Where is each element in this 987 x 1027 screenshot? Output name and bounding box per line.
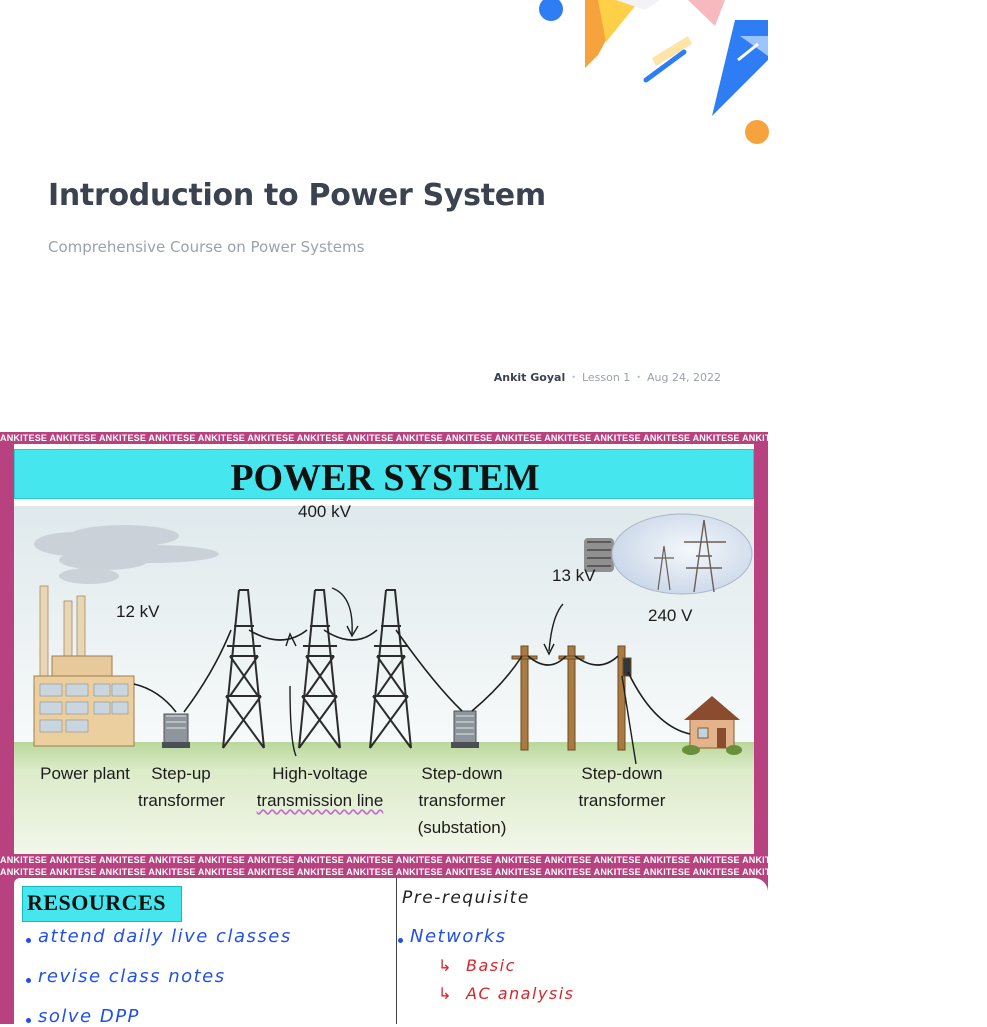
- voltage-13kv: 13 kV: [552, 566, 596, 585]
- prerequisite-heading: Pre-requisite: [402, 888, 530, 908]
- bullet-dot: [26, 1018, 31, 1023]
- power-lines: [133, 629, 691, 735]
- substation-transformer: [451, 710, 479, 748]
- watermark-top: ANKITESE ANKITESE ANKITESE ANKITESE ANKI…: [0, 433, 987, 443]
- power-system-diagram: 400 kV 12 kV 13 kV 240 V Power plant Ste…: [14, 502, 754, 854]
- annotation-arrows: [285, 587, 637, 765]
- power-system-illustration: [14, 506, 754, 854]
- prerequisite-item: Networks: [410, 926, 507, 947]
- handwritten-notes: RESOURCES attend daily live classes revi…: [14, 878, 768, 1027]
- label-sd2-line2: transformer: [578, 791, 666, 810]
- prerequisite-subitem: AC analysis: [466, 984, 575, 1003]
- resource-item: solve DPP: [38, 1006, 140, 1027]
- label-high-voltage-line: High-voltage transmission line: [250, 760, 390, 814]
- watermark-top: ANKITESE ANKITESE ANKITESE ANKITESE ANKI…: [0, 867, 987, 877]
- power-plant-building: [33, 585, 135, 747]
- page-title: Introduction to Power System: [48, 178, 546, 213]
- lesson-date: Aug 24, 2022: [647, 371, 721, 384]
- resource-item: attend daily live classes: [38, 926, 292, 947]
- column-divider: [396, 878, 397, 1024]
- lesson-header: Introduction to Power System Comprehensi…: [0, 0, 769, 410]
- smoke: [34, 525, 219, 584]
- lesson-number: Lesson 1: [581, 371, 631, 384]
- slide-title: POWER SYSTEM: [230, 457, 540, 499]
- label-power-plant: Power plant: [40, 764, 130, 783]
- label-step-up-line1: Step-up: [151, 764, 211, 783]
- label-hv-line2: transmission line: [256, 791, 384, 810]
- bullet-dot: [398, 938, 403, 943]
- resource-item: revise class notes: [38, 966, 226, 987]
- bullet-dot: [26, 938, 31, 943]
- arrow-glyph: ↳: [438, 956, 453, 975]
- decorative-stationery-illustration: [539, 0, 769, 144]
- course-subtitle[interactable]: Comprehensive Course on Power Systems: [48, 238, 365, 256]
- slide-title-bar: POWER SYSTEM: [14, 449, 754, 499]
- label-hv-line1: High-voltage: [272, 764, 368, 783]
- light-bulb-image: [584, 513, 753, 595]
- slide-canvas: POWER SYSTEM: [14, 444, 754, 854]
- voltage-240v: 240 V: [648, 606, 693, 625]
- watermark-left: [0, 444, 14, 854]
- watermark-right: [754, 444, 768, 854]
- slide-power-system: ANKITESE ANKITESE ANKITESE ANKITESE ANKI…: [0, 432, 987, 866]
- watermark-bottom: ANKITESE ANKITESE ANKITESE ANKITESE ANKI…: [0, 855, 987, 865]
- step-up-transformer: [162, 713, 190, 748]
- lesson-meta: Ankit Goyal • Lesson 1 • Aug 24, 2022: [494, 371, 721, 384]
- prerequisite-subitem: Basic: [466, 956, 516, 975]
- label-step-up: Step-up transformer: [138, 760, 225, 814]
- transmission-towers: [222, 589, 412, 749]
- label-sd2-line1: Step-down: [581, 764, 663, 783]
- resources-heading-box: RESOURCES: [22, 886, 182, 922]
- slide-notes: ANKITESE ANKITESE ANKITESE ANKITESE ANKI…: [0, 866, 987, 1027]
- label-step-up-line2: transformer: [138, 791, 225, 810]
- house: [682, 696, 742, 755]
- bullet-dot: [26, 978, 31, 983]
- voltage-12kv: 12 kV: [116, 602, 160, 621]
- label-sd1-line2: transformer: [418, 791, 506, 810]
- voltage-400kv: 400 kV: [298, 502, 351, 521]
- label-substation: Step-down transformer (substation): [408, 760, 516, 841]
- label-sd1-line1: Step-down: [421, 764, 503, 783]
- resources-heading: RESOURCES: [27, 890, 166, 915]
- author-name[interactable]: Ankit Goyal: [493, 371, 566, 384]
- label-sd1-line3: (substation): [417, 818, 507, 837]
- arrow-glyph: ↳: [438, 984, 453, 1003]
- distribution-poles: [511, 645, 632, 751]
- label-step-down: Step-down transformer: [570, 760, 674, 814]
- separator-dot: •: [636, 373, 642, 382]
- separator-dot: •: [571, 373, 576, 382]
